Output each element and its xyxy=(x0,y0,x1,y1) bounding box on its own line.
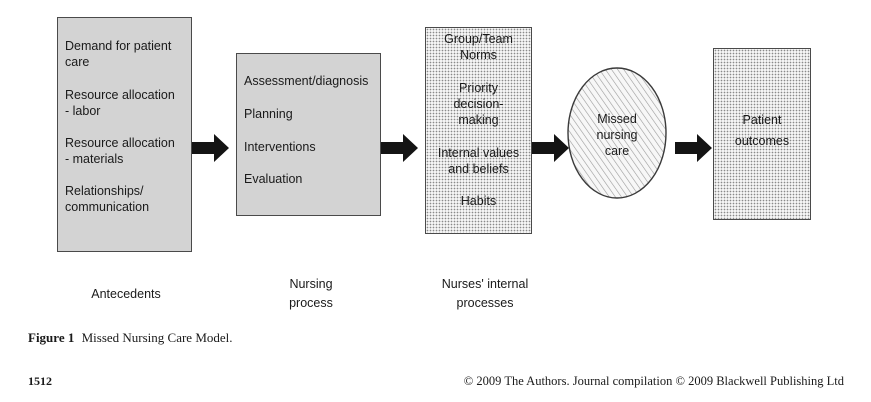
antecedent-materials-line1: Resource allocation xyxy=(65,136,175,150)
internal-processes-box xyxy=(425,27,532,234)
internal-priority-line3: making xyxy=(458,113,499,127)
internal-priority-line1: Priority xyxy=(459,81,498,95)
antecedent-relationships-line1: Relationships/ xyxy=(65,184,144,198)
label-nursing-line2: process xyxy=(289,296,333,310)
antecedent-materials-line2: - materials xyxy=(65,152,124,166)
internal-habits: Habits xyxy=(460,194,497,208)
internal-norms-line2: Norms xyxy=(460,48,497,62)
label-internal-line2: processes xyxy=(456,296,514,310)
process-evaluation: Evaluation xyxy=(244,172,303,186)
outcomes-line1: Patient xyxy=(742,113,782,127)
missed-line3: care xyxy=(604,144,630,158)
arrow-right-icon xyxy=(192,134,229,162)
internal-priority-line2: decision- xyxy=(453,97,504,111)
outcomes-line2: outcomes xyxy=(734,134,790,148)
label-antecedents: Antecedents xyxy=(91,287,161,301)
internal-norms-line1: Group/Team xyxy=(444,32,513,46)
antecedents-box xyxy=(57,17,192,252)
antecedent-relationships-line2: communication xyxy=(65,200,150,214)
arrow-right-icon xyxy=(675,134,712,162)
label-nursing-line1: Nursing xyxy=(289,277,333,291)
page-number: 1512 xyxy=(28,374,52,388)
figure-caption-text: Missed Nursing Care Model. xyxy=(81,330,233,345)
process-assessment: Assessment/diagnosis xyxy=(244,74,369,88)
process-interventions: Interventions xyxy=(244,140,316,154)
antecedent-demand-line2: care xyxy=(65,55,90,69)
figure-number: Figure 1 xyxy=(28,330,75,345)
copyright-notice: © 2009 The Authors. Journal compilation … xyxy=(463,374,844,388)
arrow-right-icon xyxy=(381,134,418,162)
label-internal-line1: Nurses' internal xyxy=(441,277,529,291)
internal-values-line1: Internal values xyxy=(437,146,520,160)
missed-care-ellipse xyxy=(567,67,667,199)
antecedent-demand-line1: Demand for patient xyxy=(65,39,172,53)
missed-line2: nursing xyxy=(596,128,638,142)
nursing-process-box xyxy=(236,53,381,216)
antecedent-labor-line1: Resource allocation xyxy=(65,88,175,102)
process-planning: Planning xyxy=(244,107,293,121)
arrow-right-icon xyxy=(532,134,569,162)
patient-outcomes-box xyxy=(713,48,811,220)
figure-caption: Figure 1 Missed Nursing Care Model. xyxy=(28,330,233,346)
antecedent-labor-line2: - labor xyxy=(65,104,101,118)
internal-values-line2: and beliefs xyxy=(448,162,509,176)
missed-line1: Missed xyxy=(597,112,637,126)
